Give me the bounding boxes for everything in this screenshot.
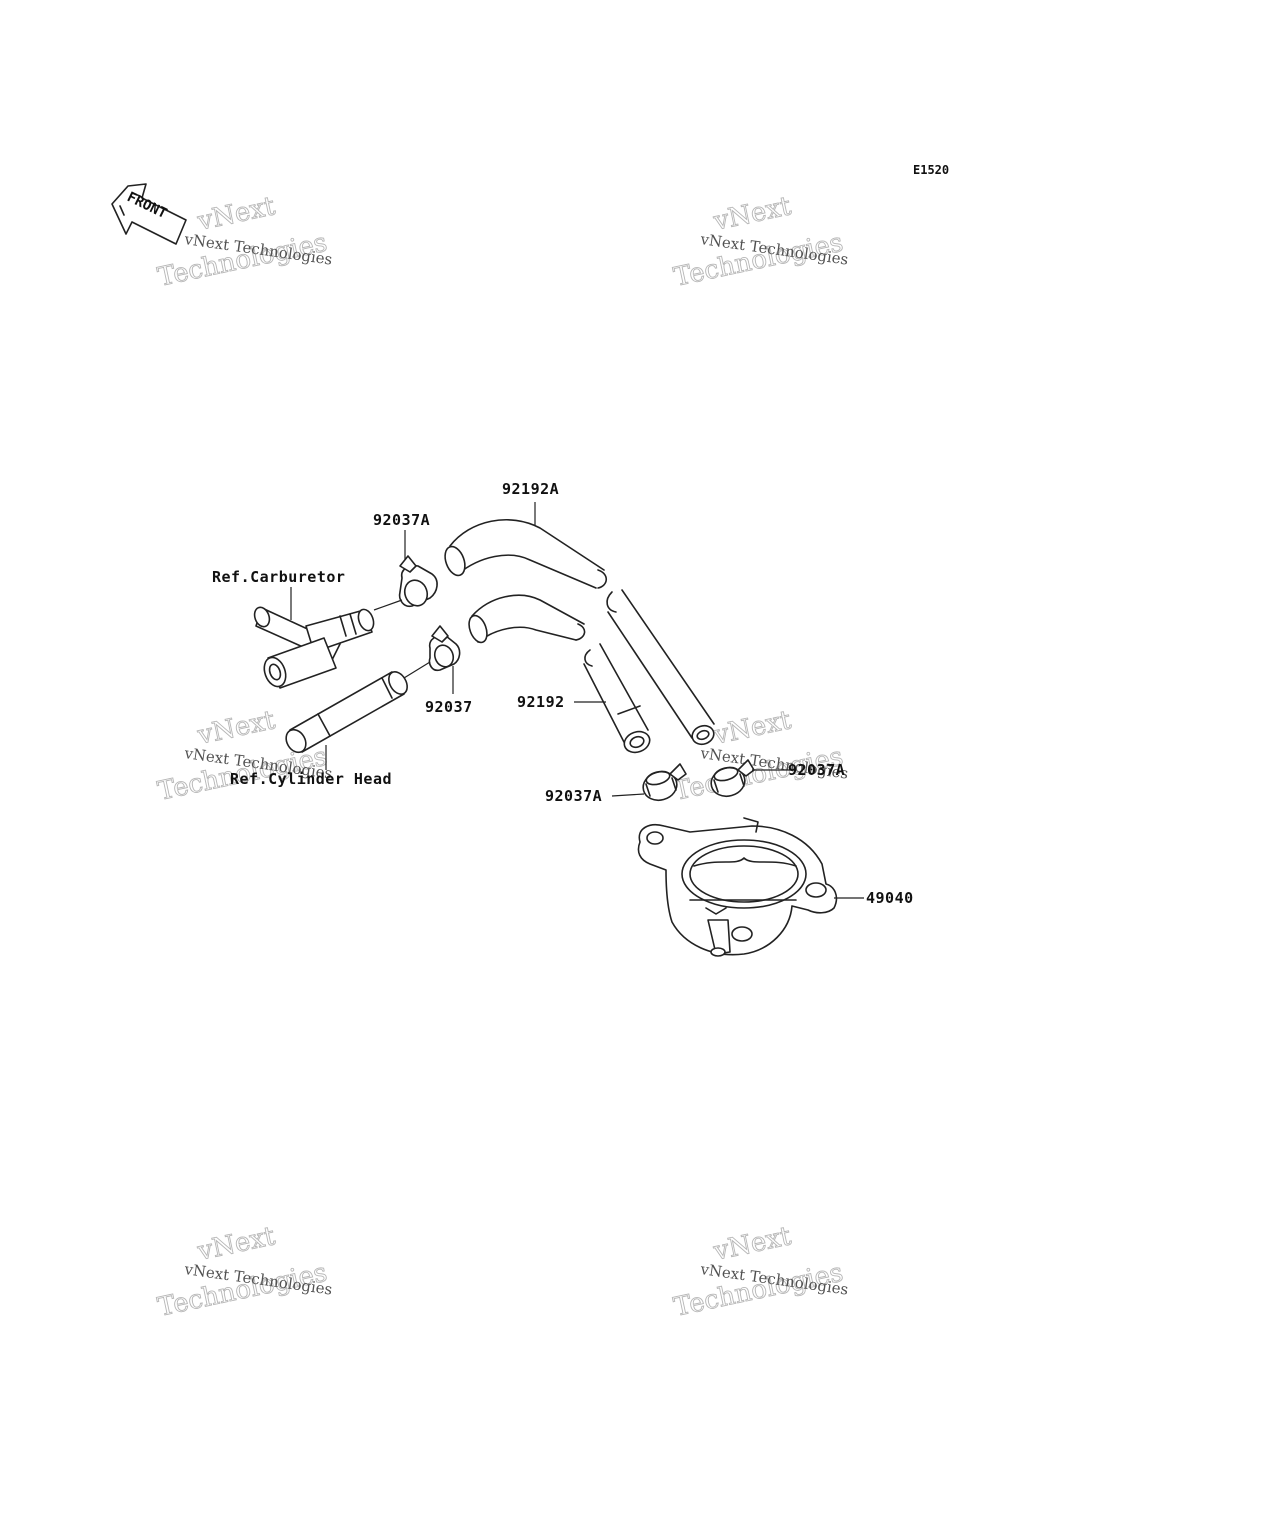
watermark-top-right: vNext Technologies vNext Technologies bbox=[671, 191, 850, 294]
valve-49040 bbox=[637, 817, 838, 957]
clamp-upper-92037a bbox=[398, 555, 438, 608]
svg-text:vNext: vNext bbox=[194, 1221, 278, 1267]
clamp-bottom-left-92037a bbox=[642, 763, 687, 802]
leader-clamp-small-to-pipe bbox=[403, 661, 431, 679]
label-clamp-small: 92037 bbox=[425, 698, 473, 716]
front-arrow-icon: FRONT bbox=[111, 183, 187, 245]
leader-92037a-bottom-left bbox=[611, 793, 645, 797]
clamp-small-92037 bbox=[428, 625, 461, 672]
svg-text:vNext: vNext bbox=[710, 1221, 794, 1267]
svg-text:vNext: vNext bbox=[710, 705, 794, 751]
svg-text:vNext: vNext bbox=[194, 191, 278, 237]
label-ref-carburetor: Ref.Carburetor bbox=[212, 568, 345, 586]
label-hose-lower: 92192 bbox=[517, 693, 565, 711]
label-clamp-bottom-right: 92037A bbox=[788, 761, 845, 779]
label-clamp-bottom-left: 92037A bbox=[545, 787, 602, 805]
watermark-top-left: vNext Technologies vNext Technologies bbox=[155, 191, 334, 294]
watermark-mid-right: vNext Technologies vNext Technologies bbox=[671, 705, 850, 808]
hose-upper-92192a bbox=[444, 518, 715, 746]
label-clamp-upper: 92037A bbox=[373, 511, 430, 529]
cylinder-head-pipe bbox=[285, 671, 408, 754]
diagram-code: E1520 bbox=[913, 163, 949, 177]
hose-lower-92192 bbox=[468, 594, 651, 754]
watermark-bottom-left: vNext Technologies vNext Technologies bbox=[155, 1221, 334, 1324]
leader-clamp-upper-to-fitting bbox=[373, 599, 403, 611]
watermark-bottom-right: vNext Technologies vNext Technologies bbox=[671, 1221, 850, 1324]
label-valve: 49040 bbox=[866, 889, 914, 907]
label-hose-upper: 92192A bbox=[502, 480, 559, 498]
svg-text:vNext: vNext bbox=[710, 191, 794, 237]
carburetor-fitting bbox=[253, 606, 375, 689]
label-ref-cylinder-head: Ref.Cylinder Head bbox=[230, 770, 392, 788]
svg-text:vNext: vNext bbox=[194, 705, 278, 751]
